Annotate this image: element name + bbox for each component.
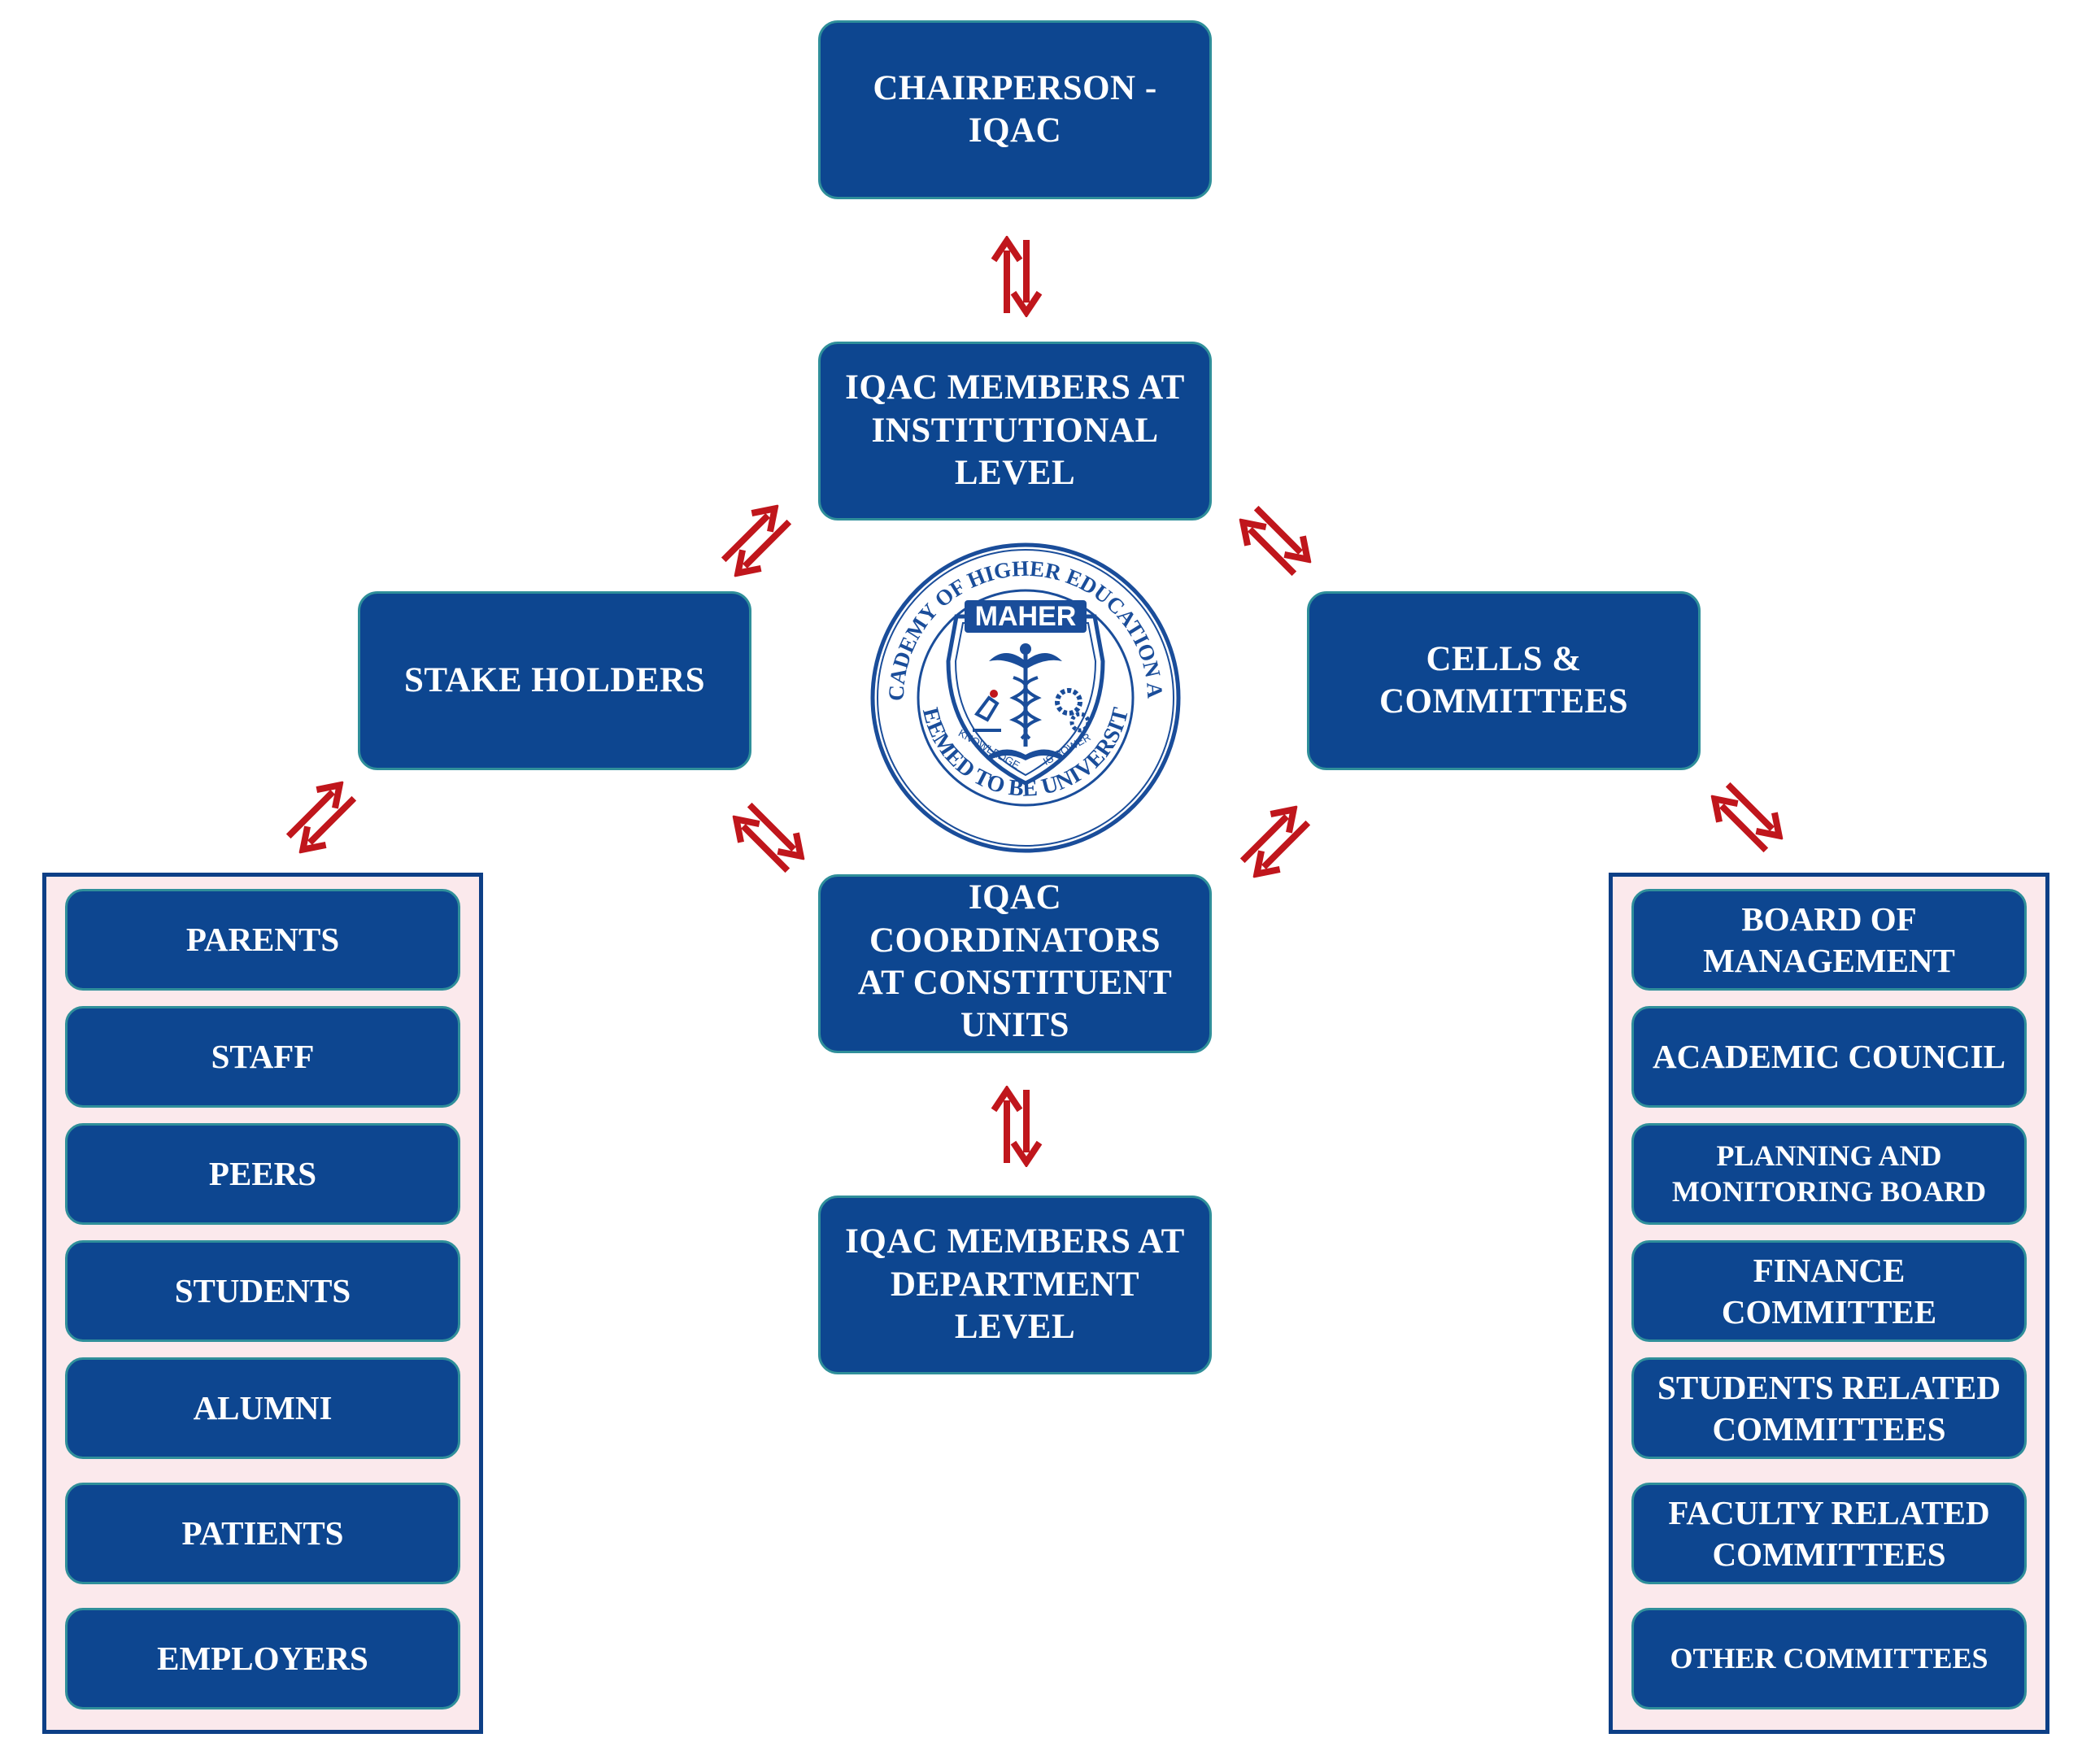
bidirectional-arrows-icon [1239,805,1311,878]
department-level-box: IQAC MEMBERS AT DEPARTMENT LEVEL [818,1196,1212,1374]
stakeholders-box: STAKE HOLDERS [358,591,751,770]
cells-committees-box: CELLS & COMMITTEES [1307,591,1701,770]
stakeholders-label: STAKE HOLDERS [403,660,706,699]
committee-item: STUDENTS RELATED COMMITTEES [1631,1357,2027,1459]
bidirectional-arrows-icon [991,236,1043,317]
chairperson-label: CHAIRPERSON - IQAC [873,68,1157,150]
coordinators-label: IQAC COORDINATORS AT CONSTITUENT UNITS [857,878,1173,1045]
institutional-level-box: IQAC MEMBERS AT INSTITUTIONAL LEVEL [818,342,1212,520]
stakeholder-item: PATIENTS [65,1483,460,1584]
committee-item: OTHER COMMITTEES [1631,1608,2027,1710]
bidirectional-arrows-icon [721,504,792,577]
bidirectional-arrows-icon [991,1086,1043,1167]
stakeholder-item: STAFF [65,1006,460,1108]
stakeholder-item: PARENTS [65,889,460,991]
committee-item: ACADEMIC COUNCIL [1631,1006,2027,1108]
stakeholder-item: EMPLOYERS [65,1608,460,1710]
bidirectional-arrows-icon [1239,505,1312,577]
stakeholder-item: ALUMNI [65,1357,460,1459]
bidirectional-arrows-icon [1710,782,1784,853]
logo-name: MAHER [975,601,1077,632]
stakeholder-item: STUDENTS [65,1240,460,1342]
cells-committees-label: CELLS & COMMITTEES [1379,639,1629,721]
committee-item: BOARD OF MANAGEMENT [1631,889,2027,991]
committee-item: FINANCE COMMITTEE [1631,1240,2027,1342]
stakeholder-item: PEERS [65,1123,460,1225]
bidirectional-arrows-icon [285,781,357,854]
maher-logo: MEENAKSHI ACADEMY OF HIGHER EDUCATION AN… [867,539,1181,853]
committee-item: PLANNING AND MONITORING BOARD [1631,1123,2027,1225]
coordinators-box: IQAC COORDINATORS AT CONSTITUENT UNITS [818,874,1212,1053]
chairperson-box: CHAIRPERSON - IQAC [818,20,1212,199]
bidirectional-arrows-icon [732,802,805,873]
committee-item: FACULTY RELATED COMMITTEES [1631,1483,2027,1584]
institutional-level-label: IQAC MEMBERS AT INSTITUTIONAL LEVEL [845,368,1185,493]
department-level-label: IQAC MEMBERS AT DEPARTMENT LEVEL [845,1222,1185,1347]
